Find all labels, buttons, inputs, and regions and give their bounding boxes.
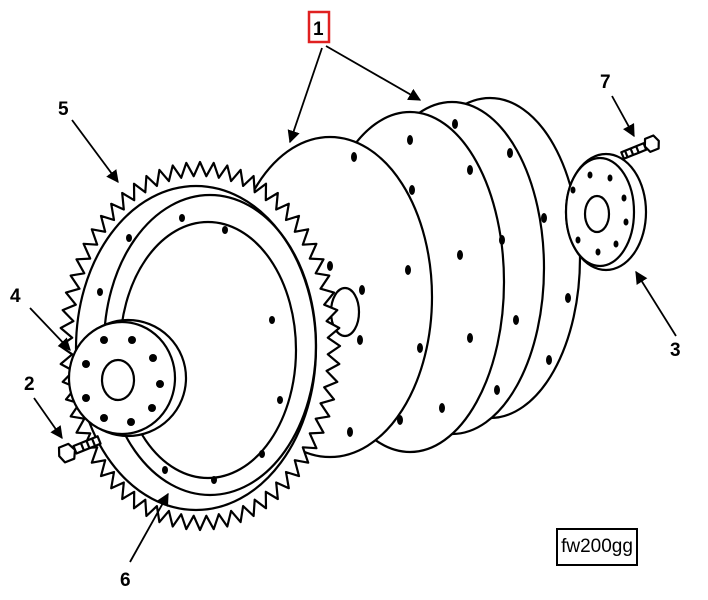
bolt-rear	[620, 134, 660, 160]
hub-adapter-bolt-holes	[82, 336, 164, 426]
rear-hub-bolt-holes	[570, 171, 629, 256]
callout-2: 2	[24, 374, 35, 395]
callout-1-highlight-box	[307, 10, 331, 44]
figure-reference-code: fw200gg	[556, 528, 638, 566]
drive-plate-bolt-holes	[315, 119, 571, 437]
callout-5: 5	[58, 99, 69, 120]
bolt-front	[57, 435, 102, 464]
hub-adapter	[67, 318, 188, 438]
rear-hub-center-hole	[583, 194, 611, 234]
callout-7: 7	[600, 72, 611, 93]
rear-hub	[564, 152, 648, 272]
callout-4: 4	[10, 286, 21, 307]
leader-lines	[29, 45, 677, 563]
flywheel-ring-gear	[58, 160, 342, 532]
hub-adapter-center-hole	[100, 358, 136, 402]
callout-3: 3	[670, 340, 681, 361]
callout-6: 6	[120, 570, 131, 591]
callout-1: 1	[313, 19, 324, 40]
callout-labels: 1 2 3 4 5 6 7	[10, 10, 681, 591]
